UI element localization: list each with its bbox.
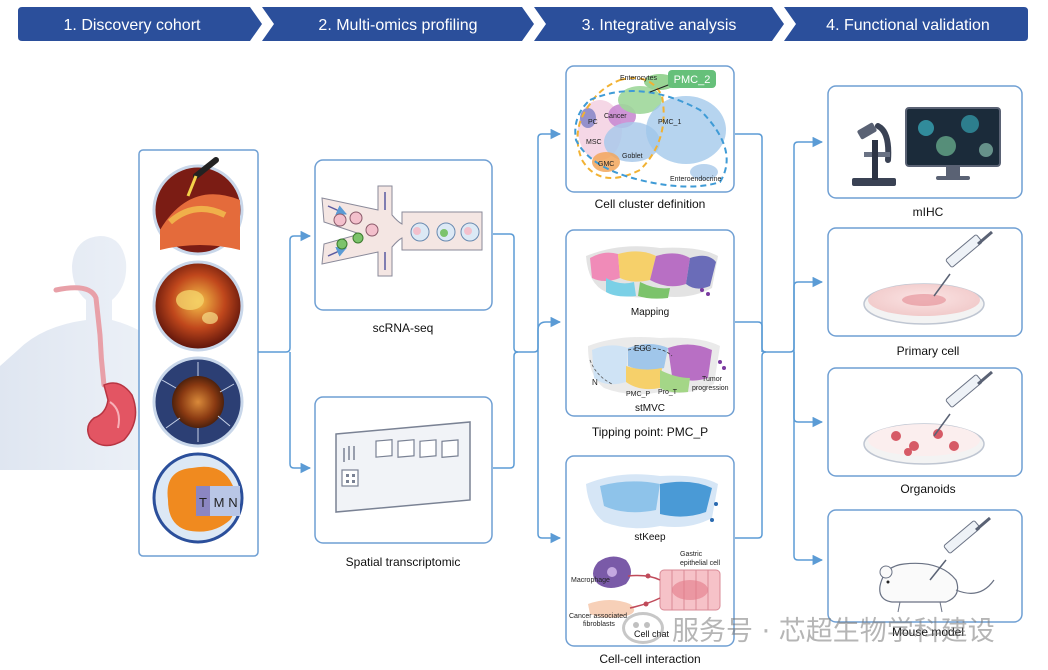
cellchat-label-macrophage: Macrophage (571, 577, 610, 584)
scrna-seq-label: scRNA-seq (373, 321, 434, 335)
connector-lines (258, 128, 824, 566)
stkeep-label: stKeep (634, 532, 666, 543)
stmvc-label-tumor: Tumor (702, 376, 723, 383)
cell-droplets (333, 211, 480, 250)
stage-banner-1 (18, 7, 262, 41)
cellchat-label-fibroblasts: fibroblasts (583, 621, 615, 628)
stmvc-label-n: N (592, 378, 598, 387)
mihc-label: mIHC (913, 205, 944, 219)
tipping-point-caption: Tipping point: PMC_P (592, 425, 708, 439)
stmvc-label-prot: Pro_T (658, 389, 678, 396)
stage-label-3: 3. Integrative analysis (582, 17, 737, 34)
capture-areas (375, 439, 459, 458)
stage-banners: 1. Discovery cohort 2. Multi-omics profi… (18, 7, 1028, 41)
scrna-seq-panel: scRNA-seq (314, 159, 493, 335)
stage-banner-2 (262, 7, 534, 41)
organoids-label: Organoids (900, 482, 955, 496)
cellchat-label-caf: Cancer associated (569, 613, 627, 620)
spatial-transcriptomic-label: Spatial transcriptomic (346, 555, 461, 569)
syringe-icon (929, 516, 991, 581)
mapping-spatial-plot (586, 246, 718, 299)
primary-cell-panel: Primary cell (827, 227, 1023, 358)
endoscopy-circle (152, 157, 244, 256)
mapping-label: Mapping (631, 307, 669, 318)
discovery-cohort-panel: T M N (138, 149, 259, 557)
stomach (87, 382, 137, 447)
stmvc-label-egc: EGC (634, 344, 652, 353)
cluster-label-enteroendocrine: Enteroendocrine (670, 176, 721, 183)
resected-tumor-circle (152, 356, 244, 448)
cluster-label-msc: MSC (586, 139, 602, 146)
endoscopic-view-circle (152, 260, 244, 352)
cluster-label-goblet: Goblet (622, 153, 643, 160)
syringe-icon (933, 370, 993, 437)
mouse-model-label: Mouse model (892, 625, 964, 639)
stage-label-4: 4. Functional validation (826, 17, 990, 34)
esophagus (53, 285, 107, 388)
stmvc-label-pmcp: PMC_P (626, 391, 650, 398)
cluster-label-pc: PC (588, 119, 598, 126)
cluster-label-enterocytes: Enterocytes (620, 75, 657, 82)
tipping-point-panel: Mapping EGC N PMC_P Pro_T Tumor progress… (565, 229, 735, 439)
monitor-icon (905, 107, 1001, 180)
mihc-panel: mIHC (827, 85, 1023, 219)
cell-cell-interaction-panel: stKeep Gastric epithelial cell Macrophag… (565, 455, 735, 666)
stkeep-spatial-plot (586, 474, 718, 529)
cluster-label-pmc2: PMC_2 (674, 74, 711, 86)
tmn-label-t: T (199, 495, 207, 510)
mouse-model-panel: Mouse model (827, 509, 1023, 639)
stmvc-label-progression: progression (692, 385, 729, 392)
pmc2-badge (668, 70, 716, 88)
cell-cell-caption: Cell-cell interaction (599, 652, 700, 666)
cluster-label-gmc: GMC (598, 161, 614, 168)
stmvc-label: stMVC (635, 403, 665, 414)
tmn-label-m: M (214, 495, 225, 510)
stmvc-spatial-plot (588, 337, 726, 395)
cellchat-label-gastric: Gastric (680, 551, 703, 558)
tmn-circle: T M N (152, 452, 244, 544)
cellchat-label-epithelial: epithelial cell (680, 560, 721, 567)
mouse-icon (879, 562, 995, 613)
primary-cell-label: Primary cell (897, 344, 960, 358)
microscope-icon (852, 122, 896, 186)
cell-cluster-panel: PMC_2 Enterocytes Cancer PC MSC GMC Gobl… (565, 65, 735, 211)
tmn-label-n: N (228, 495, 237, 510)
stage-banner-4 (784, 7, 1028, 41)
cluster-label-pmc1: PMC_1 (658, 119, 681, 126)
spatial-slide (335, 421, 471, 513)
stage-label-1: 1. Discovery cohort (64, 17, 201, 34)
stage-label-2: 2. Multi-omics profiling (318, 17, 477, 34)
cell-cluster-caption: Cell cluster definition (595, 197, 706, 211)
stage-banner-3 (534, 7, 784, 41)
spatial-transcriptomic-panel: Spatial transcriptomic (314, 396, 493, 569)
cell-chat-label: Cell chat (634, 629, 670, 639)
organoids-panel: Organoids (827, 367, 1023, 496)
cell-chat-illustration (588, 556, 721, 618)
cluster-label-cancer: Cancer (604, 113, 627, 120)
human-stomach-illustration (0, 236, 170, 470)
syringe-icon (933, 230, 993, 297)
